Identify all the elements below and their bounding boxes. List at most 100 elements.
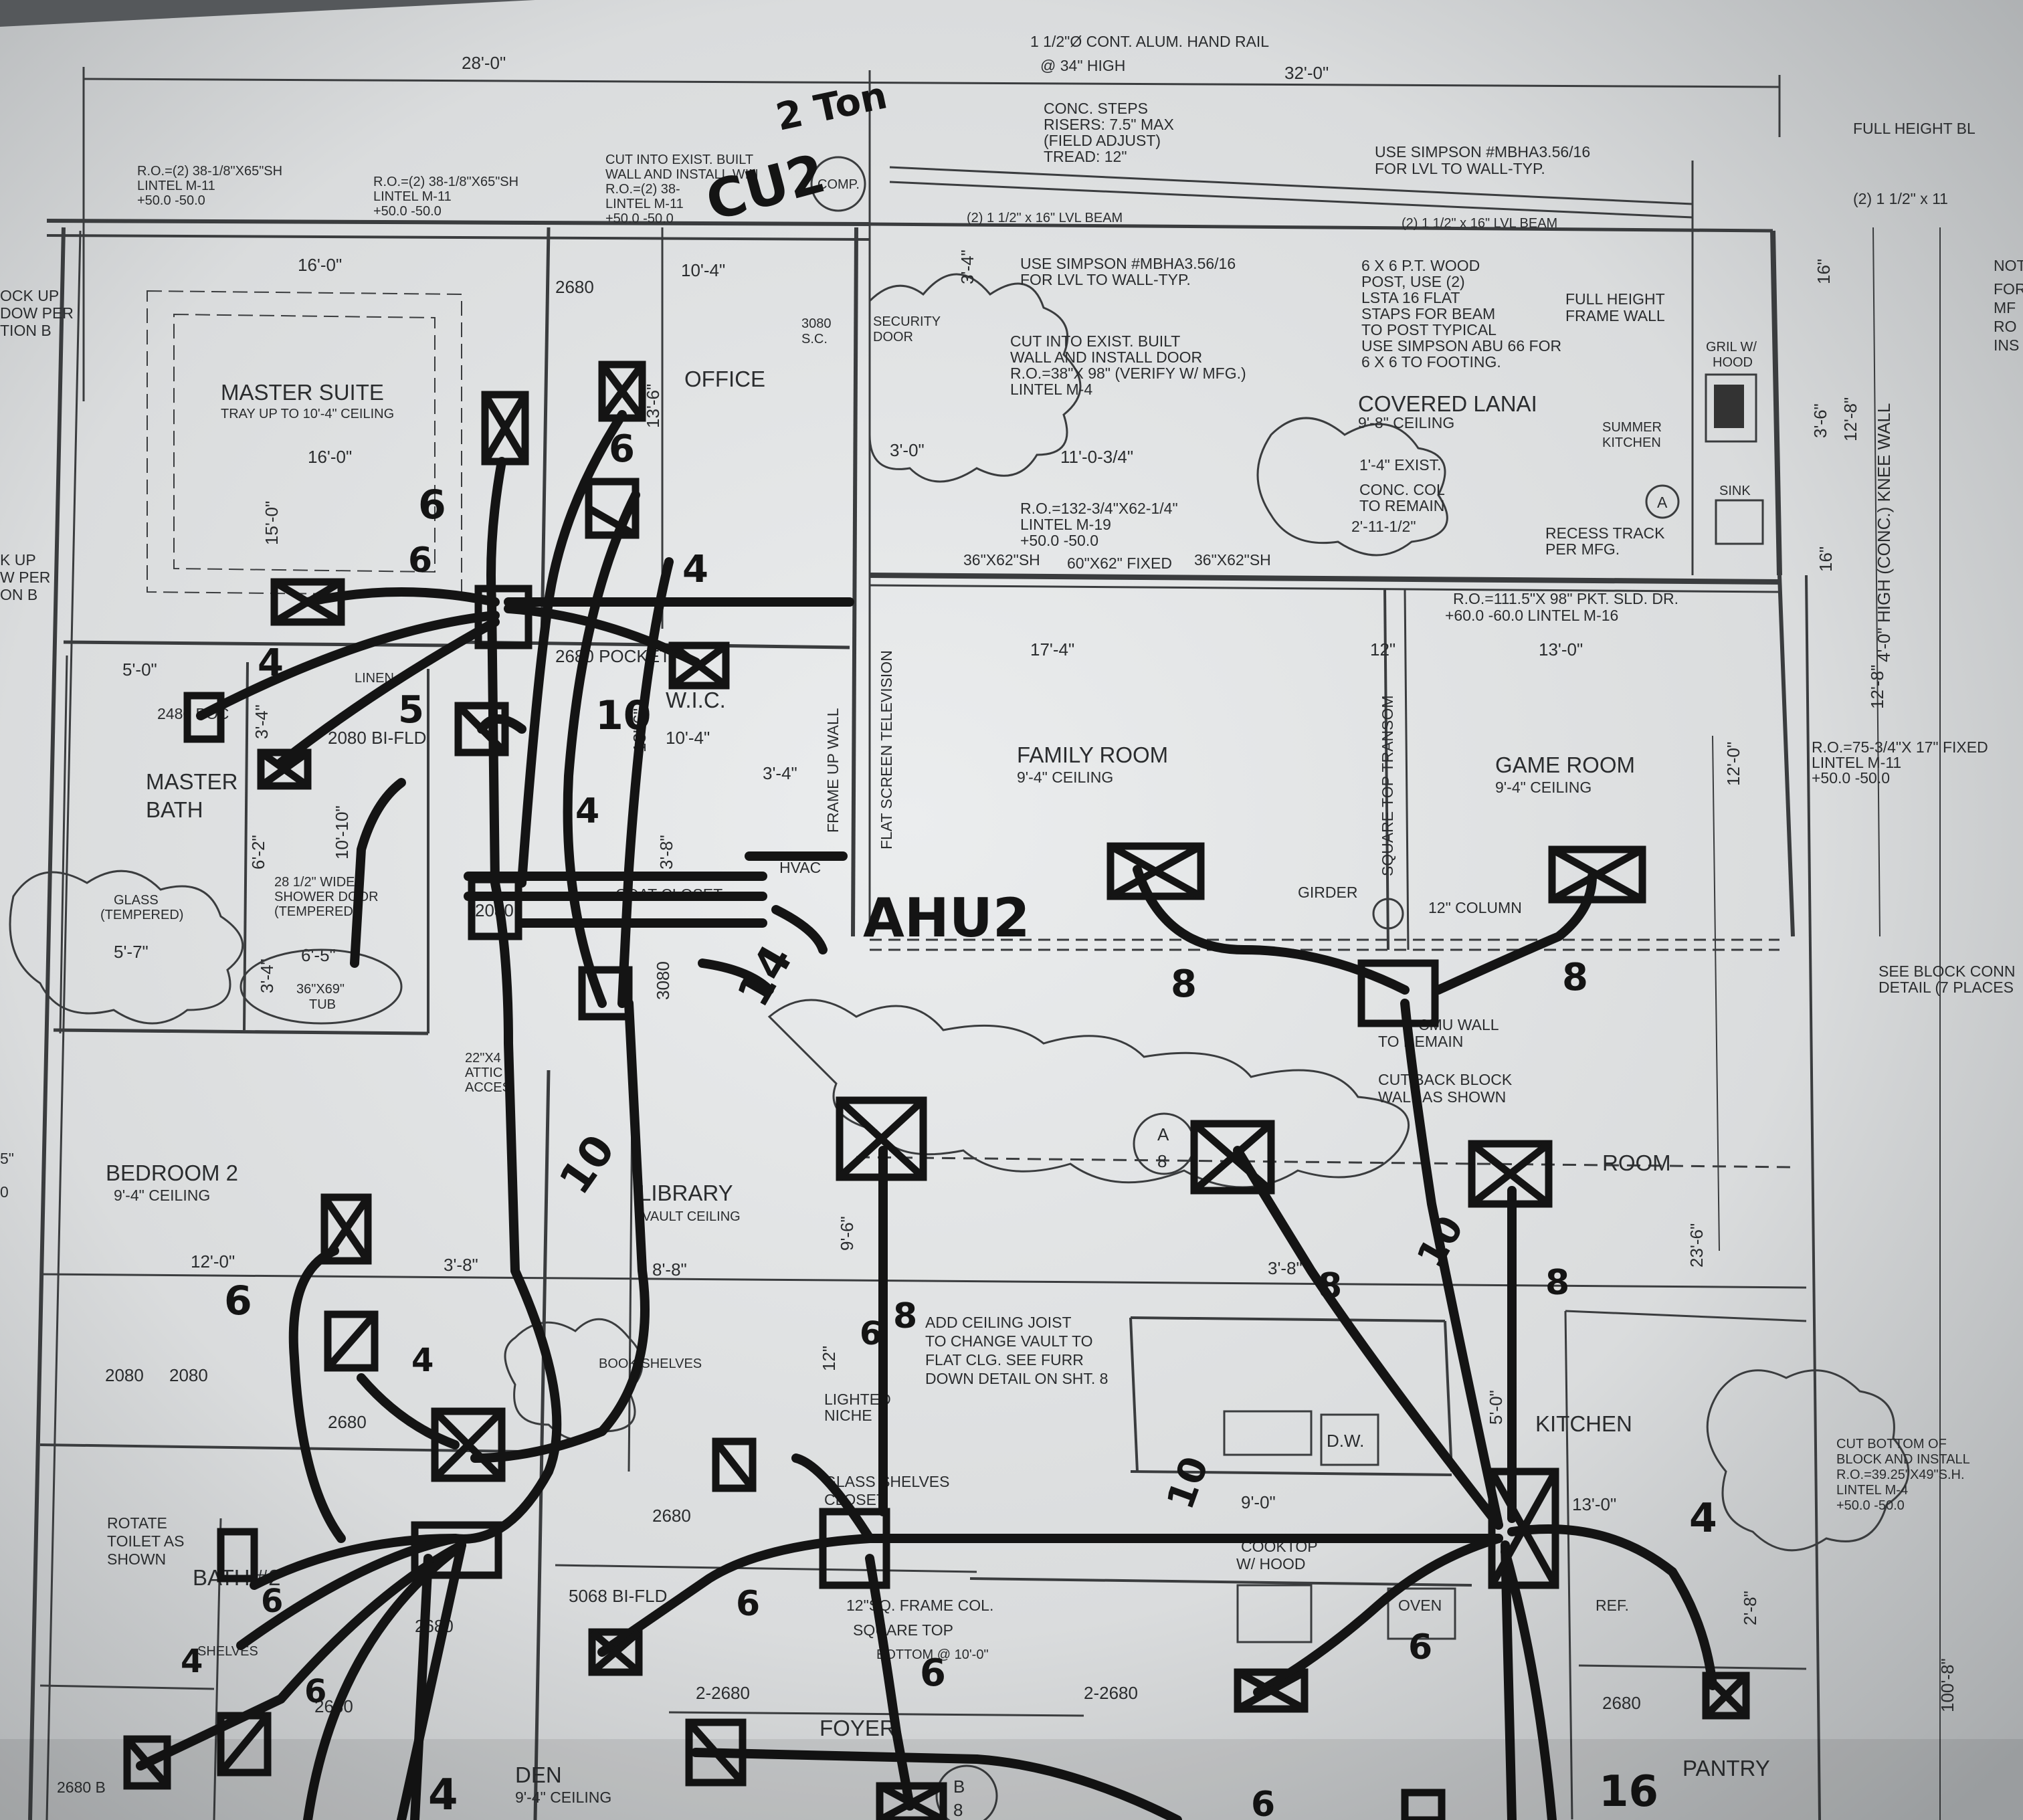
note-flat-tv: FLAT SCREEN TELEVISION bbox=[878, 650, 895, 849]
note-cut-back-1: CUT BACK BLOCK bbox=[1378, 1071, 1513, 1088]
note-shelves: SHELVES bbox=[197, 1644, 258, 1659]
door-2680-c: 2680 bbox=[652, 1506, 691, 1526]
note-post-5: TO POST TYPICAL bbox=[1361, 321, 1497, 338]
room-kitchen: KITCHEN bbox=[1535, 1411, 1632, 1436]
note-cmu-2: TO REMAIN bbox=[1378, 1033, 1463, 1050]
room-library: LIBRARY bbox=[639, 1181, 733, 1205]
hand-8e: 8 bbox=[1545, 1263, 1569, 1303]
dim-12-in: 12" bbox=[1370, 639, 1395, 660]
column-symbol bbox=[1372, 898, 1404, 930]
dim-3-4c: 3'-4" bbox=[763, 763, 797, 783]
register-master-top bbox=[481, 391, 529, 466]
dim-16-in: 16" bbox=[1814, 259, 1834, 284]
dim-10-10: 10'-10" bbox=[332, 805, 352, 860]
register-bath-2 bbox=[217, 1528, 258, 1583]
door-security-2: DOOR bbox=[873, 330, 913, 344]
plenum-family bbox=[1357, 959, 1439, 1027]
register-bath-shower bbox=[454, 702, 509, 756]
note-cut-bottom-3: R.O.=39.25"X49"S.H. bbox=[1836, 1468, 1965, 1482]
note-conc-col-2: TO REMAIN bbox=[1359, 497, 1444, 514]
note-book-shelves: BOOK SHELVES bbox=[599, 1356, 702, 1371]
hand-4d: 4 bbox=[411, 1342, 434, 1379]
room-den-ceiling: 9'-4" CEILING bbox=[515, 1789, 611, 1806]
note-windows-2: 60"X62" FIXED bbox=[1067, 554, 1172, 572]
door-2680: 2680 bbox=[555, 277, 594, 297]
door-2680-g: 2680 B bbox=[57, 1779, 106, 1796]
register-bath-2b bbox=[217, 1712, 272, 1777]
note-handrail-height: @ 34" HIGH bbox=[1040, 57, 1125, 74]
hand-4b: 4 bbox=[682, 548, 708, 591]
note-shower-3: (TEMPERED) bbox=[274, 904, 357, 919]
note-add-joist-2: TO CHANGE VAULT TO bbox=[925, 1332, 1093, 1350]
revision-clouds bbox=[9, 273, 1910, 1552]
note-cut-back-2: WALL AS SHOWN bbox=[1378, 1088, 1506, 1106]
note-ro-fixed-1: R.O.=75-3/4"X 17" FIXED bbox=[1812, 738, 1988, 756]
note-conc-col-1: CONC. COL bbox=[1359, 481, 1445, 498]
dim-right-width: 32'-0" bbox=[1284, 63, 1329, 83]
register-game-right bbox=[1548, 845, 1646, 904]
register-bedroom-2 bbox=[320, 1193, 372, 1265]
dim-10-4b: 10'-4" bbox=[666, 728, 710, 748]
hand-8b: 8 bbox=[1562, 956, 1588, 999]
note-cut-into-3: R.O.=38"X 98" (VERIFY W/ MFG.) bbox=[1010, 365, 1246, 382]
note-ref: REF. bbox=[1596, 1597, 1629, 1614]
note-lvl-beam-2: (2) 1 1/2" x 16" LVL BEAM bbox=[1402, 216, 1557, 231]
note-hvac: HVAC bbox=[779, 859, 821, 876]
dim-3-6: 3'-6" bbox=[1810, 403, 1830, 438]
hand-6b: 6 bbox=[408, 540, 432, 581]
note-cut-exist-3: R.O.=(2) 38- bbox=[605, 182, 680, 197]
door-3080-sc-2: S.C. bbox=[801, 332, 828, 346]
hand-6c: 6 bbox=[609, 427, 635, 471]
dim-3-4: 3'-4" bbox=[957, 249, 977, 284]
dim-23-6: 23'-6" bbox=[1687, 1223, 1707, 1268]
duct-runs bbox=[136, 410, 1717, 1820]
register-kitchen-top bbox=[1468, 1140, 1553, 1208]
register-master-bath bbox=[183, 692, 225, 743]
note-simpson-top-1: USE SIMPSON #MBHA3.56/16 bbox=[1375, 143, 1590, 161]
note-cut-exist-1: CUT INTO EXIST. BUILT bbox=[605, 153, 753, 167]
register-family-left bbox=[1106, 842, 1205, 900]
register-linen bbox=[257, 748, 312, 790]
note-glass: GLASS bbox=[114, 893, 159, 908]
note-cut-into-4: LINTEL M-4 bbox=[1010, 381, 1092, 398]
note-right-2: FOR bbox=[1994, 280, 2023, 298]
detail-bubble-b bbox=[935, 1764, 998, 1820]
register-foyer-left bbox=[685, 1718, 747, 1787]
hand-4c: 4 bbox=[575, 791, 599, 831]
room-pantry: PANTRY bbox=[1682, 1756, 1770, 1781]
room-summer-kitchen-2: KITCHEN bbox=[1602, 435, 1661, 450]
dim-13-0: 13'-0" bbox=[1539, 639, 1583, 660]
room-master-suite-ceiling: TRAY UP TO 10'-4" CEILING bbox=[221, 407, 394, 421]
plenum-box-1 bbox=[474, 585, 533, 649]
note-ro-left-3: +50.0 -50.0 bbox=[137, 193, 205, 208]
register-bedroom-closet bbox=[431, 1407, 506, 1482]
dim-3-8b: 3'-8" bbox=[444, 1255, 478, 1275]
dim-1-4-exist: 1'-4" EXIST. bbox=[1359, 456, 1442, 474]
dim-overall-depth: 100'-8" bbox=[1937, 1658, 1957, 1712]
dim-6-5: 6'-5" bbox=[301, 945, 336, 965]
note-recess-2: PER MFG. bbox=[1545, 540, 1620, 558]
dim-12-0: 12'-0" bbox=[1723, 742, 1743, 786]
note-ro-left-1: R.O.=(2) 38-1/8"X65"SH bbox=[137, 164, 282, 179]
note-side-r-2: 0 bbox=[0, 1183, 9, 1201]
door-5068: 5068 BI-FLD bbox=[569, 1586, 667, 1606]
register-family-center bbox=[1190, 1120, 1275, 1195]
room-covered-lanai: COVERED LANAI bbox=[1358, 391, 1537, 416]
note-simpson-3: FOR LVL TO WALL-TYP. bbox=[1020, 271, 1191, 288]
tub-outline bbox=[239, 948, 403, 1025]
note-tub-2: TUB bbox=[309, 997, 336, 1012]
note-ro-mid-2: LINTEL M-11 bbox=[373, 189, 452, 204]
plenum-box-3 bbox=[578, 966, 633, 1021]
dim-9-6: 9'-6" bbox=[837, 1216, 857, 1251]
note-right-4: RO bbox=[1994, 318, 2017, 335]
register-wic bbox=[668, 641, 730, 690]
note-oven: OVEN bbox=[1398, 1597, 1442, 1614]
register-master-left bbox=[270, 578, 345, 626]
note-dw: D.W. bbox=[1327, 1431, 1364, 1451]
door-2680-b: 2680 bbox=[328, 1412, 367, 1432]
room-game: GAME ROOM bbox=[1495, 752, 1635, 777]
dim-2-11: 2'-11-1/2" bbox=[1351, 518, 1416, 535]
plenum-kitchen bbox=[1488, 1468, 1559, 1589]
note-steps-2: RISERS: 7.5" MAX bbox=[1044, 116, 1174, 133]
dim-13-0b: 13'-0" bbox=[1572, 1494, 1616, 1514]
